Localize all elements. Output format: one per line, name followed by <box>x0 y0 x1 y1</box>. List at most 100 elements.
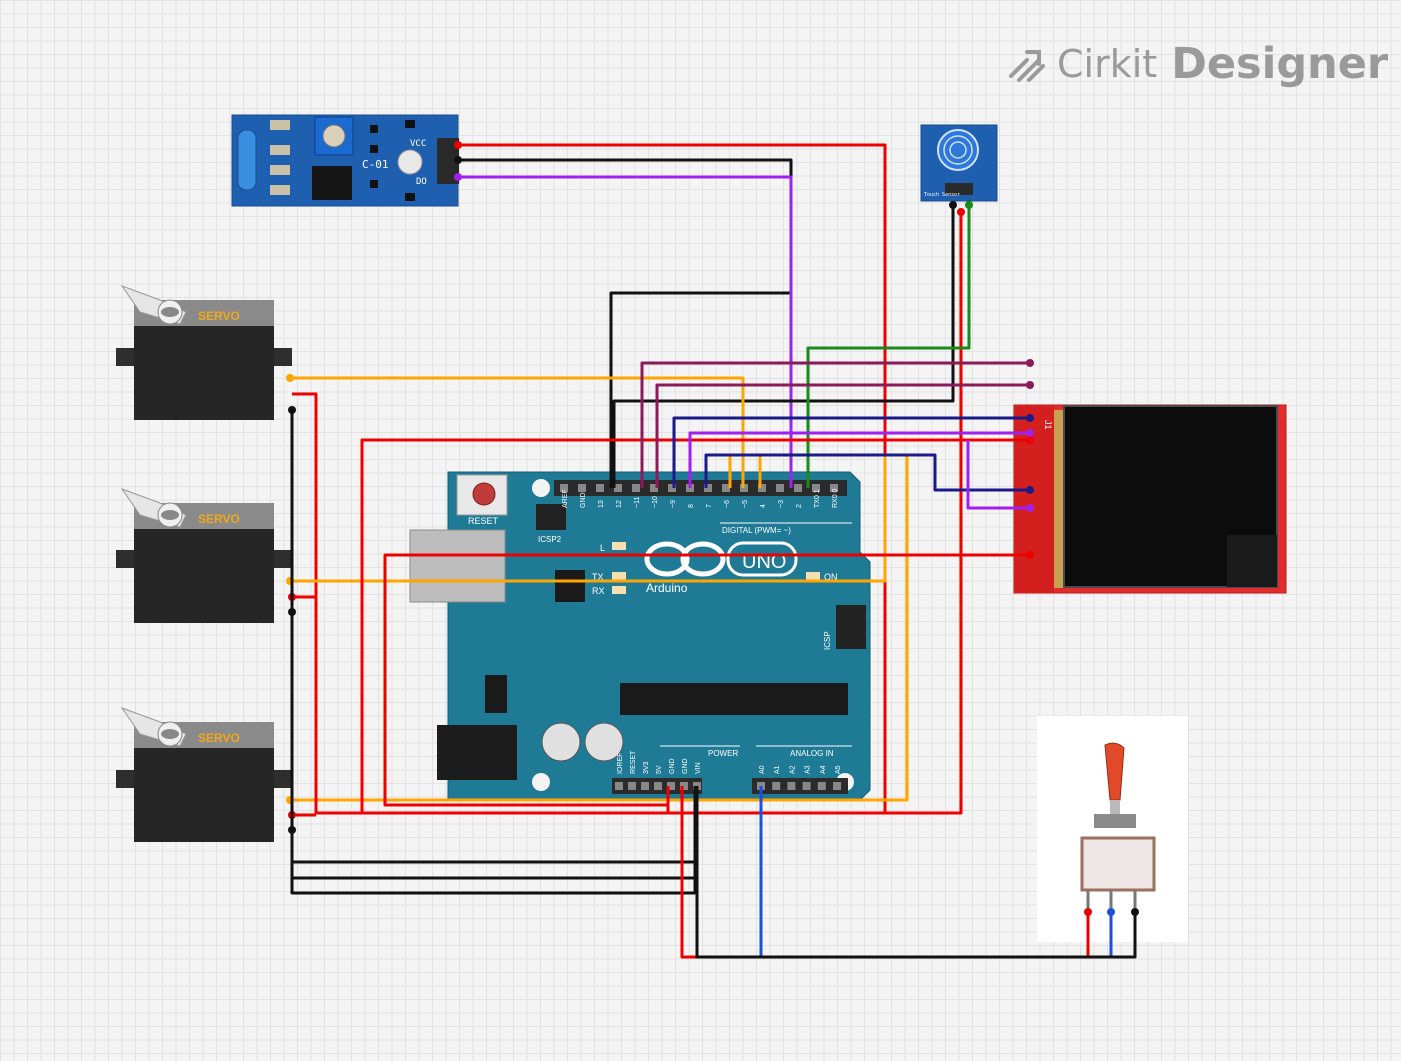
touch-sig-wire[interactable] <box>806 205 971 488</box>
power-pin-label-2: 3V3 <box>643 761 650 774</box>
digital-pin-12[interactable] <box>776 484 784 492</box>
analog-pin-label-3: A3 <box>805 765 812 774</box>
tft-purple-wire-2-endpoint[interactable] <box>1026 504 1034 512</box>
servo3-gnd-wire[interactable] <box>290 830 695 864</box>
servo-3[interactable]: SERVO <box>116 706 292 842</box>
analog-pin-5[interactable] <box>833 782 841 790</box>
board-name-label: Arduino <box>646 581 688 595</box>
touch-gnd-wire-endpoint[interactable] <box>949 201 957 209</box>
digital-pin-1[interactable] <box>578 484 586 492</box>
power-pin-3[interactable] <box>654 782 662 790</box>
digital-pin-2[interactable] <box>596 484 604 492</box>
digital-header <box>554 480 847 496</box>
power-pin-2[interactable] <box>641 782 649 790</box>
sensor-pin-do-label: DO <box>416 177 427 187</box>
digital-pin-11[interactable] <box>758 484 766 492</box>
power-pin-1[interactable] <box>628 782 636 790</box>
sensor-module[interactable]: C-01 VCC DO <box>231 114 459 207</box>
analog-pin-1[interactable] <box>772 782 781 790</box>
digital-pin-label-5: ~10 <box>652 496 659 508</box>
tft-navy-wire[interactable] <box>672 416 1030 488</box>
brand-logo: Cirkit Designer <box>1005 36 1388 92</box>
tft-red-wire-2[interactable] <box>383 553 1030 807</box>
switch-black-wire-endpoint[interactable] <box>1131 908 1139 916</box>
digital-pin-label-13: 2 <box>796 504 803 508</box>
tft-maroon-wire-1-endpoint[interactable] <box>1026 359 1034 367</box>
toggle-switch[interactable] <box>1037 716 1188 942</box>
servo1-signal-wire[interactable] <box>290 376 745 488</box>
tft-display[interactable]: J1 <box>1013 404 1287 594</box>
analog-pin-label-4: A4 <box>820 765 827 774</box>
digital-pin-0[interactable] <box>560 484 568 492</box>
digital-pin-5[interactable] <box>650 484 658 492</box>
analog-pin-label-0: A0 <box>759 765 766 774</box>
analog-pin-4[interactable] <box>817 782 826 790</box>
digital-pin-label-3: 12 <box>616 500 623 508</box>
servo2-gnd-wire[interactable] <box>290 612 695 880</box>
tft-red-wire-2-endpoint[interactable] <box>1026 551 1034 559</box>
digital-pin-9[interactable] <box>722 484 730 492</box>
tft-maroon-wire-2-endpoint[interactable] <box>1026 381 1034 389</box>
touch-sig-wire-endpoint[interactable] <box>965 201 973 209</box>
analog-pin-2[interactable] <box>787 782 796 790</box>
digital-pin-15[interactable] <box>830 484 838 492</box>
touch-vcc-wire-endpoint[interactable] <box>957 208 965 216</box>
digital-pin-3[interactable] <box>614 484 622 492</box>
tft-maroon-wire-1[interactable] <box>640 361 1030 488</box>
brand-name-light: Cirkit <box>1057 42 1158 86</box>
sensor-pin-vcc-label: VCC <box>410 139 426 149</box>
switch-black-wire[interactable] <box>695 786 1137 959</box>
digital-pin-label-7: 8 <box>688 504 695 508</box>
brand-name-bold: Designer <box>1171 39 1389 89</box>
power-pin-label-3: 5V <box>656 765 663 774</box>
servo-1-label: SERVO <box>198 309 240 323</box>
analog-pin-label-5: A5 <box>835 765 842 774</box>
analog-pin-3[interactable] <box>802 782 811 790</box>
power-header-label: POWER <box>708 749 738 758</box>
servo-2[interactable]: SERVO <box>116 487 292 623</box>
servo1-signal-wire-endpoint[interactable] <box>286 374 294 382</box>
tft-maroon-wire-2[interactable] <box>655 383 1030 488</box>
servo1-gnd-wire-endpoint[interactable] <box>288 406 296 414</box>
switch-blue-wire-endpoint[interactable] <box>1107 908 1115 916</box>
digital-pin-6[interactable] <box>668 484 676 492</box>
servo-3-label: SERVO <box>198 731 240 745</box>
servo-1[interactable]: SERVO <box>116 284 292 420</box>
switch-red-wire-endpoint[interactable] <box>1084 908 1092 916</box>
touch-gnd-wire[interactable] <box>612 205 955 488</box>
cirkit-logo-icon <box>1009 50 1045 82</box>
tft-red-wire-1-endpoint[interactable] <box>1026 436 1034 444</box>
power-pin-label-6: VIN <box>695 762 702 774</box>
digital-pin-label-1: GND <box>580 492 587 508</box>
touch-sensor-module[interactable]: Touch Sensor <box>920 124 998 202</box>
digital-pin-13[interactable] <box>794 484 802 492</box>
arduino-uno-board[interactable]: RESET ICSP2 ICSP L TX RX ON UNO Arduino … <box>409 471 871 801</box>
analog-pin-label-1: A1 <box>774 765 781 774</box>
sensor-do-wire-endpoint[interactable] <box>454 173 462 181</box>
servo2-vcc-wire[interactable] <box>292 595 318 813</box>
power-pin-label-5: GND <box>682 758 689 774</box>
tft-blue-wire-endpoint[interactable] <box>1026 486 1034 494</box>
power-pin-4[interactable] <box>667 782 675 790</box>
tft-purple-wire[interactable] <box>688 431 1030 488</box>
sensor-vcc-wire-endpoint[interactable] <box>454 141 462 149</box>
digital-pin-4[interactable] <box>632 484 640 492</box>
led-l-label: L <box>600 543 605 553</box>
servo3-gnd-wire-endpoint[interactable] <box>288 826 296 834</box>
digital-pin-label-0: AREF <box>562 489 569 508</box>
digital-pin-label-15: RX0 0 <box>832 488 839 508</box>
analog-header-label: ANALOG IN <box>790 749 834 758</box>
power-pin-label-0: IOREF <box>617 753 624 774</box>
digital-pin-8[interactable] <box>704 484 712 492</box>
power-pin-5[interactable] <box>680 782 688 790</box>
led-rx-label: RX <box>592 586 605 596</box>
servo2-gnd-wire-endpoint[interactable] <box>288 608 296 616</box>
power-pin-0[interactable] <box>615 782 623 790</box>
tft-purple-wire-endpoint[interactable] <box>1026 429 1034 437</box>
sensor-module-code: C-01 <box>362 158 389 171</box>
tft-navy-wire-endpoint[interactable] <box>1026 414 1034 422</box>
tft-purple-wire-2[interactable] <box>966 440 1030 510</box>
power-pin-label-1: RESET <box>630 750 637 774</box>
digital-pin-14[interactable] <box>812 484 820 492</box>
sensor-gnd-wire-endpoint[interactable] <box>454 156 462 164</box>
